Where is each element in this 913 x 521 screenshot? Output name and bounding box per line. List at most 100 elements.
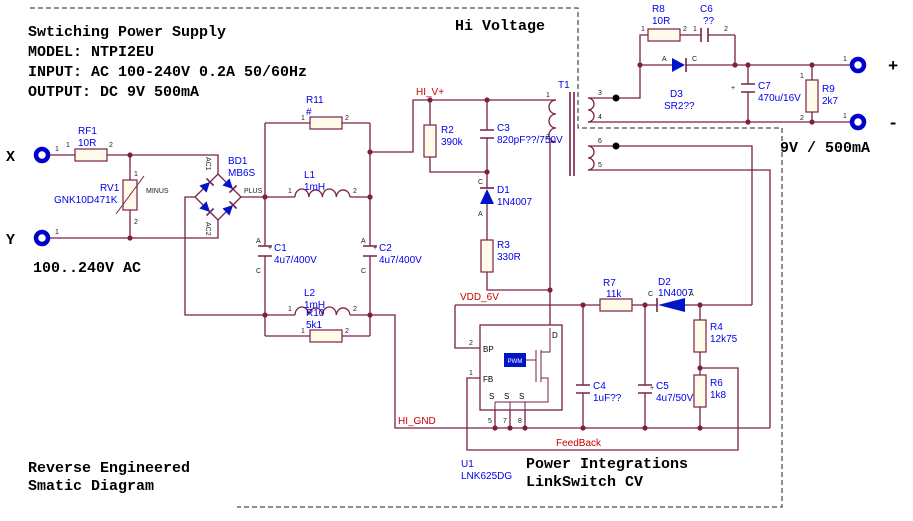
net-label-hi-v: HI_V+ [416,87,444,98]
fuse-resistor-rf1 [74,148,108,162]
u1-pin-s: S [489,392,494,401]
label-d3-value: SR2?? [664,101,695,112]
capacitor-c5 [638,384,652,394]
pin-label: 2 [546,134,550,141]
pin-label: 1 [288,188,292,195]
resistor-r6 [693,374,707,408]
pin-label: PLUS [244,188,263,195]
label-r11-ref: R11 [306,95,324,106]
pwm-block [504,353,526,367]
label-c3-value: 820pF??/750V [497,135,563,146]
label-r8-value: 10R [652,16,670,27]
label-r7-ref: R7 [603,278,616,289]
pin-label: 1 [134,171,138,178]
title-line2: MODEL: NTPI2EU [28,44,154,61]
label-r3-value: 330R [497,252,521,263]
u1-pin-s: S [504,392,509,401]
output-rating-label: 9V / 500mA [780,140,870,157]
label-c1-value: 4u7/400V [274,255,317,266]
pin-label: 1 [546,92,550,99]
resistor-r9 [805,79,819,113]
label-c4-ref: C4 [593,381,606,392]
pin-label: + [268,245,272,252]
diode-d1 [480,187,494,204]
input-y-label: Y [6,232,15,249]
footer-line2: Smatic Diagram [28,478,154,495]
pin-label: 2 [109,142,113,149]
pin-label: 2 [345,328,349,335]
label-l2-value: 1mH [304,300,325,311]
footer-line1: Reverse Engineered [28,460,190,477]
label-d3-ref: D3 [670,89,683,100]
inductor-l2 [294,306,351,316]
pin-label: A [478,211,483,218]
pin-label: 1 [66,142,70,149]
label-r10-value: 5k1 [306,320,323,331]
label-r8-ref: R8 [652,4,665,15]
polarity-dot [612,94,620,102]
label-d2-ref: D2 [658,277,671,288]
title-line4: OUTPUT: DC 9V 500mA [28,84,199,101]
pin-label: 2 [134,219,138,226]
label-c3-ref: C3 [497,123,510,134]
label-r3-ref: R3 [497,240,510,251]
label-bd1-value: MB6S [228,168,256,179]
capacitor-c3 [480,129,494,139]
label-c7-value: 470u/16V [758,93,801,104]
pin-label: 1 [55,229,59,236]
resistor-r3 [480,239,494,273]
diode-d3 [672,58,687,72]
u1-pin-fb: FB [483,375,493,384]
pin-label: 1 [693,26,697,33]
diode-d2 [656,298,685,312]
pin-label: 1 [288,306,292,313]
capacitor-c7 [741,83,755,93]
label-r9-value: 2k7 [822,96,839,107]
pwm-block-label: PWM [508,359,523,365]
label-r4-ref: R4 [710,322,723,333]
label-r4-value: 12k75 [710,334,738,345]
label-l2-ref: L2 [304,288,316,299]
pin-label: 1 [800,73,804,80]
bridge-rectifier-bd1 [194,173,242,221]
label-r2-value: 390k [441,137,464,148]
pin-label: 1 [301,115,305,122]
label-r6-value: 1k8 [710,390,727,401]
pin-label: AC1 [204,157,211,171]
net-label-hi-gnd: HI_GND [398,416,436,427]
label-c6-ref: C6 [700,4,713,15]
inductor-l1 [294,188,351,198]
resistor-r8 [647,28,681,42]
pin-label: MINUS [146,188,169,195]
pin-label: 2 [469,340,473,347]
maker-line1: Power Integrations [526,456,688,473]
pin-label: 1 [55,146,59,153]
label-r7-value: 11k [606,289,622,300]
capacitor-c6 [700,28,709,42]
label-r6-ref: R6 [710,378,723,389]
label-l1-ref: L1 [304,170,316,181]
resistor-r4 [693,319,707,353]
pin-label: C [256,268,261,275]
label-rv1-ref: RV1 [100,183,120,194]
hi-voltage-label: Hi Voltage [455,18,545,35]
pin-label: 7 [503,418,507,425]
pin-label: A [689,291,694,298]
u1-pin-d: D [552,331,558,340]
maker-line2: LinkSwitch CV [526,474,643,491]
u1-pin-bp: BP [483,345,494,354]
polarity-dot [612,142,620,150]
label-r10-ref: R10 [306,308,325,319]
label-u1-ref: U1 [461,459,474,470]
ic-u1: PWM BP FB D S S S [479,324,563,411]
pin-label: C [361,268,366,275]
pin-label: 1 [301,328,305,335]
pin-label: A [361,238,366,245]
label-r9-ref: R9 [822,84,835,95]
input-x-label: X [6,149,15,166]
terminal-output-minus [849,113,867,131]
pin-label: 2 [683,26,687,33]
